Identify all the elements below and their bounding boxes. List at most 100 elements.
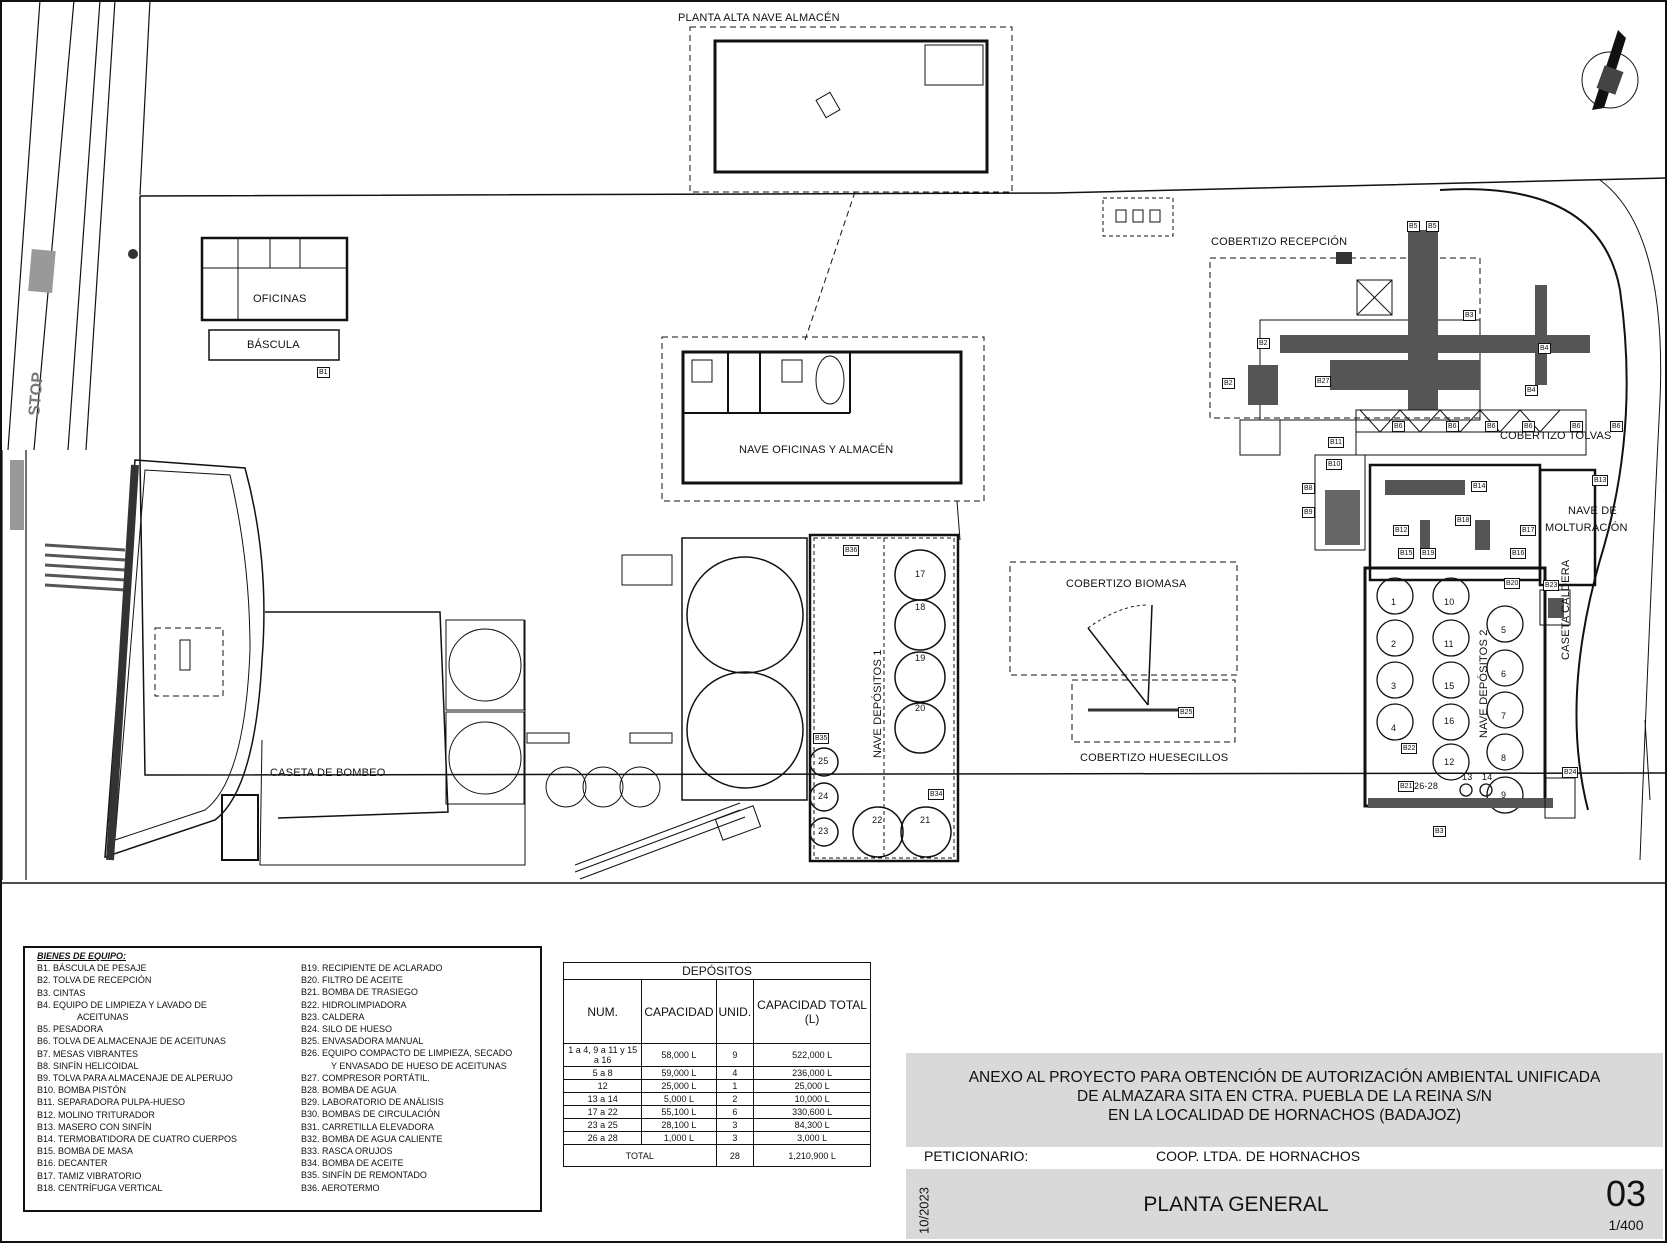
column-header: UNID. bbox=[715, 979, 755, 1044]
tank-label: 22 bbox=[872, 815, 883, 825]
cell: 3,000 L bbox=[753, 1131, 871, 1145]
sheet-number: 03 bbox=[1605, 1173, 1647, 1214]
equipment-tag: B4 bbox=[1525, 385, 1538, 396]
tank-label: 26-28 bbox=[1414, 781, 1439, 791]
legend-item: B17. TAMIZ VIBRATORIO bbox=[37, 1170, 142, 1181]
tank-label: 4 bbox=[1391, 723, 1397, 733]
cobertizo-huesecillos-label: COBERTIZO HUESECILLOS bbox=[1080, 752, 1229, 764]
legend-item: B27. COMPRESOR PORTÁTIL. bbox=[301, 1072, 430, 1083]
equipment-tag: B9 bbox=[1302, 507, 1315, 518]
tank-label: 18 bbox=[915, 602, 926, 612]
column-header: NUM. bbox=[562, 979, 643, 1044]
nave-molturacion-label-2: MOLTURACIÓN bbox=[1545, 522, 1628, 534]
legend-item: B2. TOLVA DE RECEPCIÓN bbox=[37, 975, 152, 986]
equipment-tag: B10 bbox=[1326, 459, 1343, 470]
legend-item: B19. RECIPIENTE DE ACLARADO bbox=[301, 963, 443, 973]
cell: 28,100 L bbox=[641, 1118, 717, 1132]
equipment-legend: BIENES DE EQUIPO: B1. BÁSCULA DE PESAJE … bbox=[23, 946, 542, 1212]
legend-item: B26. EQUIPO COMPACTO DE LIMPIEZA, SECADO bbox=[301, 1048, 513, 1059]
legend-item: B21. BOMBA DE TRASIEGO bbox=[301, 987, 418, 998]
legend-item: B22. HIDROLIMPIADORA bbox=[301, 999, 407, 1010]
peticionario-value: COOP. LTDA. DE HORNACHOS bbox=[1156, 1148, 1361, 1164]
legend-item: B7. MESAS VIBRANTES bbox=[37, 1048, 139, 1059]
tank-label: 20 bbox=[915, 703, 926, 713]
legend-title: BIENES DE EQUIPO: bbox=[37, 951, 127, 961]
cell: 25,000 L bbox=[753, 1079, 871, 1093]
equipment-tag: B3 bbox=[1463, 310, 1476, 321]
equipment-tag: B14 bbox=[1471, 481, 1488, 492]
equipment-tag: B5 bbox=[1407, 221, 1420, 232]
cell: 5,000 L bbox=[641, 1092, 717, 1106]
equipment-tag: B8 bbox=[1302, 483, 1315, 494]
cell: 3 bbox=[715, 1118, 755, 1132]
cell: 26 a 28 bbox=[562, 1131, 643, 1145]
legend-item: B9. TOLVA PARA ALMACENAJE DE ALPERUJO bbox=[37, 1073, 233, 1084]
tank-label: 9 bbox=[1501, 790, 1507, 800]
legend-item: B13. MASERO CON SINFÍN bbox=[37, 1121, 152, 1132]
equipment-tag: B6 bbox=[1610, 421, 1623, 432]
equipment-tag: B11 bbox=[1328, 437, 1344, 448]
equipment-tag: B23 bbox=[1543, 580, 1560, 591]
legend-item: B11. SEPARADORA PULPA-HUESO bbox=[37, 1097, 186, 1108]
cobertizo-biomasa-label: COBERTIZO BIOMASA bbox=[1066, 578, 1187, 590]
tank-label: 8 bbox=[1501, 753, 1507, 763]
cell: 5 a 8 bbox=[562, 1066, 643, 1080]
cell: 25,000 L bbox=[641, 1079, 717, 1093]
depositos-title: DEPÓSITOS bbox=[563, 962, 871, 980]
nave-depositos-1-label: NAVE DEPÓSITOS 1 bbox=[872, 649, 884, 758]
legend-item: B25. ENVASADORA MANUAL bbox=[301, 1036, 424, 1047]
legend-item: B18. CENTRÍFUGA VERTICAL bbox=[37, 1182, 163, 1193]
cell: 58,000 L bbox=[641, 1043, 717, 1067]
legend-item: B36. AEROTERMO bbox=[301, 1182, 380, 1193]
drawing-scale: 1/400 bbox=[1608, 1217, 1644, 1233]
legend-item: B6. TOLVA DE ALMACENAJE DE ACEITUNAS bbox=[37, 1036, 226, 1047]
cell: 2 bbox=[715, 1092, 755, 1106]
equipment-tag: B15 bbox=[1398, 548, 1415, 559]
equipment-tag: B16 bbox=[1510, 548, 1527, 559]
cell: 13 a 14 bbox=[562, 1092, 643, 1106]
peticionario-label: PETICIONARIO: bbox=[924, 1148, 1029, 1164]
equipment-tag: B24 bbox=[1562, 767, 1579, 778]
tank-label: 25 bbox=[818, 756, 829, 766]
cell: 6 bbox=[715, 1105, 755, 1119]
legend-item: B5. PESADORA bbox=[37, 1024, 104, 1035]
north-arrow-icon bbox=[1581, 30, 1639, 110]
tank-label: 1 bbox=[1391, 597, 1397, 607]
equipment-tag: B34 bbox=[928, 789, 945, 800]
equipment-tag: B3 bbox=[1433, 826, 1446, 837]
legend-item: B12. MOLINO TRITURADOR bbox=[37, 1109, 155, 1120]
legend-item: B30. BOMBAS DE CIRCULACIÓN bbox=[301, 1109, 441, 1120]
title-line-3: EN LA LOCALIDAD DE HORNACHOS (BADAJOZ) bbox=[1107, 1107, 1462, 1124]
equipment-tag: B6 bbox=[1392, 421, 1405, 432]
legend-item: B3. CINTAS bbox=[37, 987, 86, 998]
title-line-2: DE ALMAZARA SITA EN CTRA. PUEBLA DE LA R… bbox=[1077, 1088, 1492, 1105]
cell: 1,000 L bbox=[641, 1131, 717, 1145]
equipment-tag: B2 bbox=[1222, 378, 1235, 389]
total-row: TOTAL 28 1,210,900 L bbox=[563, 1144, 871, 1167]
plot-boundary bbox=[139, 177, 1667, 776]
stop-road-marking: STOP bbox=[26, 371, 47, 417]
cell: 3 bbox=[715, 1131, 755, 1145]
equipment-tag: B6 bbox=[1570, 421, 1583, 432]
legend-item: B8. SINFÍN HELICOIDAL bbox=[37, 1060, 139, 1071]
total-capacity: 1,210,900 L bbox=[753, 1144, 871, 1167]
equipment-tag: B22 bbox=[1401, 743, 1418, 754]
oficinas-label: OFICINAS bbox=[253, 293, 307, 305]
equipment-tag: B21 bbox=[1398, 781, 1415, 792]
legend-item: B32. BOMBA DE AGUA CALIENTE bbox=[301, 1133, 443, 1144]
legend-item: B4. EQUIPO DE LIMPIEZA Y LAVADO DE bbox=[37, 999, 207, 1010]
equipment-tag: B13 bbox=[1592, 475, 1609, 486]
tank-label: 7 bbox=[1501, 711, 1507, 721]
cell: 1 a 4, 9 a 11 y 15 a 16 bbox=[562, 1043, 643, 1067]
total-units: 28 bbox=[715, 1144, 755, 1167]
cell: 9 bbox=[715, 1043, 755, 1067]
tank-label: 19 bbox=[915, 653, 926, 663]
cobertizo-recepcion-label: COBERTIZO RECEPCIÓN bbox=[1211, 236, 1348, 248]
tank-label: 3 bbox=[1391, 681, 1397, 691]
tank-label: 24 bbox=[818, 791, 829, 801]
cell: 59,000 L bbox=[641, 1066, 717, 1080]
